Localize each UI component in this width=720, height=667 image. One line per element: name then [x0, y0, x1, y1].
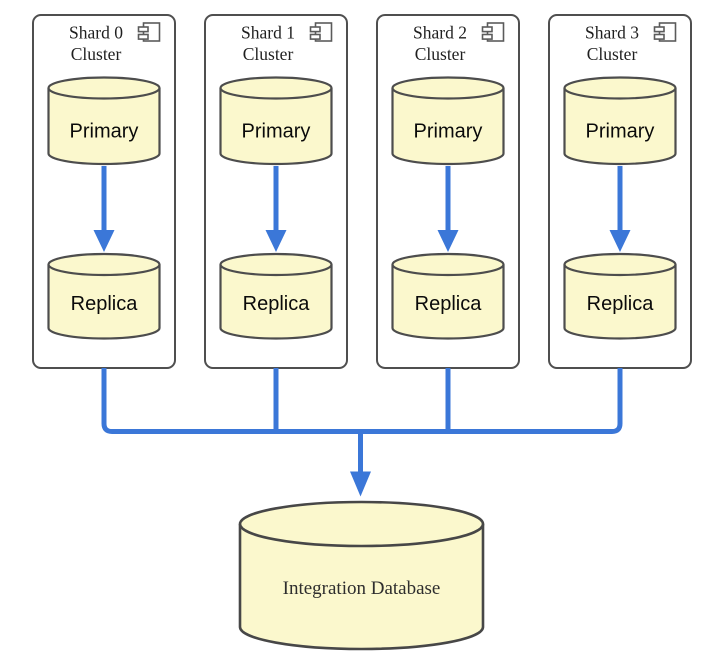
replication-arrow-head	[609, 230, 631, 252]
component-icon	[137, 22, 161, 42]
component-icon	[309, 22, 333, 42]
replica-cylinder-top	[391, 252, 505, 277]
component-icon	[653, 22, 677, 42]
replica-cylinder-body	[563, 264, 677, 340]
primary-database-cylinder: Primary	[219, 76, 333, 166]
shard-3-cluster: Shard 3 Cluster Primary Replica	[548, 14, 692, 369]
replica-database-cylinder: Replica	[563, 252, 677, 340]
component-icon-tab-top	[653, 26, 665, 33]
cluster-title-line2: Cluster	[243, 44, 294, 64]
replica-cylinder-body	[47, 264, 161, 340]
integration-arrow-head	[350, 471, 371, 497]
component-icon-tab-bottom	[481, 33, 493, 40]
cluster-title-line2: Cluster	[415, 44, 466, 64]
primary-label: Primary	[586, 121, 655, 143]
component-icon-tab-top	[137, 26, 149, 33]
primary-cylinder-top	[563, 76, 677, 100]
aggregation-connector	[101, 368, 623, 497]
replication-arrow	[265, 166, 287, 252]
cluster-title-line1: Shard 0	[69, 23, 123, 43]
integration-database-cylinder: Integration Database	[238, 500, 485, 651]
replica-database-cylinder: Replica	[219, 252, 333, 340]
component-icon-tab-bottom	[309, 33, 321, 40]
replica-cylinder-body	[219, 264, 333, 340]
replica-cylinder-top	[563, 252, 677, 277]
primary-label: Primary	[242, 121, 311, 143]
component-icon-tab-bottom	[653, 33, 665, 40]
replica-cylinder-body	[391, 264, 505, 340]
connector-bus-path	[101, 368, 623, 434]
component-icon-tab-top	[481, 26, 493, 33]
primary-label: Primary	[70, 121, 139, 143]
integration-cylinder-body	[238, 524, 485, 651]
cluster-title-line2: Cluster	[587, 44, 638, 64]
replication-arrow-head	[93, 230, 115, 252]
shard-0-cluster: Shard 0 Cluster Primary Replica	[32, 14, 176, 369]
cluster-title-line2: Cluster	[71, 44, 122, 64]
primary-database-cylinder: Primary	[47, 76, 161, 166]
component-icon	[481, 22, 505, 42]
primary-cylinder-body	[219, 88, 333, 166]
replica-cylinder-top	[47, 252, 161, 277]
replica-cylinder-top	[219, 252, 333, 277]
replica-database-cylinder: Replica	[47, 252, 161, 340]
primary-cylinder-body	[563, 88, 677, 166]
integration-database-label: Integration Database	[283, 578, 441, 599]
replica-label: Replica	[243, 293, 311, 315]
cluster-title-line1: Shard 1	[241, 23, 295, 43]
replica-label: Replica	[587, 293, 655, 315]
component-icon-tab-top	[309, 26, 321, 33]
cluster-title-line1: Shard 3	[585, 23, 639, 43]
primary-cylinder-body	[391, 88, 505, 166]
shard-2-cluster: Shard 2 Cluster Primary Replica	[376, 14, 520, 369]
integration-arrow	[350, 431, 371, 497]
component-icon-tab-bottom	[137, 33, 149, 40]
replication-arrow-head	[437, 230, 459, 252]
replica-label: Replica	[71, 293, 139, 315]
replication-arrow-head	[265, 230, 287, 252]
integration-cylinder-top	[238, 500, 485, 548]
primary-cylinder-body	[47, 88, 161, 166]
shard-1-cluster: Shard 1 Cluster Primary Replica	[204, 14, 348, 369]
primary-cylinder-top	[219, 76, 333, 100]
primary-database-cylinder: Primary	[563, 76, 677, 166]
replica-database-cylinder: Replica	[391, 252, 505, 340]
primary-cylinder-top	[391, 76, 505, 100]
replication-arrow	[437, 166, 459, 252]
primary-cylinder-top	[47, 76, 161, 100]
primary-label: Primary	[414, 121, 483, 143]
primary-database-cylinder: Primary	[391, 76, 505, 166]
cluster-title-line1: Shard 2	[413, 23, 467, 43]
replication-arrow	[609, 166, 631, 252]
replica-label: Replica	[415, 293, 483, 315]
replication-arrow	[93, 166, 115, 252]
